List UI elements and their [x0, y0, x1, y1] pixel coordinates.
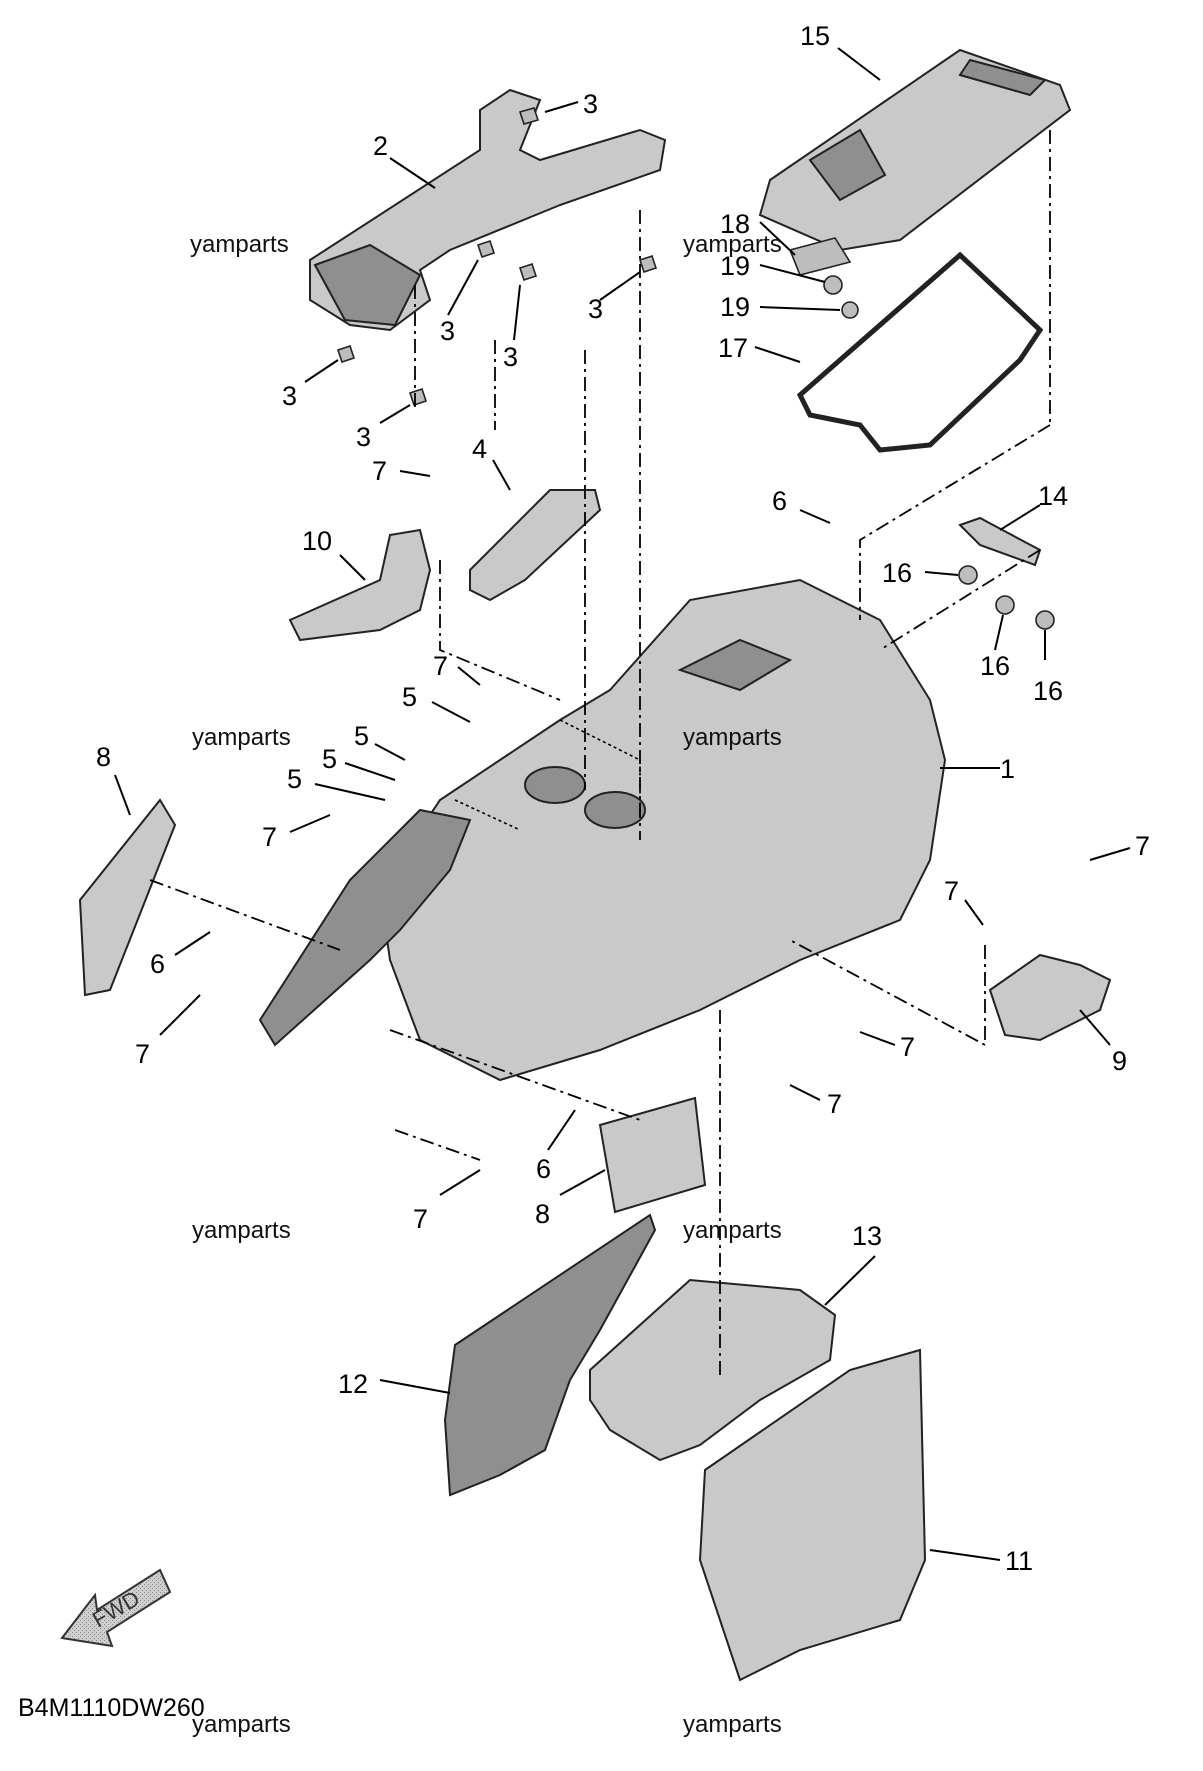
part-bumper-16: [995, 595, 1015, 615]
callout-3f: 3: [356, 422, 371, 452]
callout-8a: 8: [96, 742, 111, 772]
callout-12: 12: [338, 1369, 368, 1399]
callout-7f: 7: [1135, 831, 1150, 861]
callout-10: 10: [302, 526, 332, 556]
clips-group: [336, 107, 658, 407]
callout-7c: 7: [262, 822, 277, 852]
part-lower-panel-left: [443, 1213, 657, 1497]
callout-2: 2: [373, 131, 388, 161]
watermark: yamparts: [683, 1711, 782, 1738]
callout-16c: 16: [1033, 676, 1063, 706]
part-latch: [788, 237, 852, 276]
part-right-bracket: [988, 953, 1112, 1042]
part-side-panel-left: [288, 528, 432, 642]
callout-16a: 16: [882, 558, 912, 588]
callout-3a: 3: [583, 89, 598, 119]
watermark: yamparts: [192, 1711, 291, 1738]
part-cover-lower: [598, 1096, 707, 1214]
callout-13: 13: [852, 1221, 882, 1251]
callout-14: 14: [1038, 481, 1068, 511]
callout-7i: 7: [413, 1204, 428, 1234]
callout-17: 17: [718, 333, 748, 363]
callout-7g: 7: [900, 1032, 915, 1062]
watermark: yamparts: [192, 1217, 291, 1244]
callout-labels: 1 2 3 3 3 3 3 3 4 5 5 5 5 6 6 6 7 7: [96, 21, 1150, 1576]
callout-7e: 7: [944, 876, 959, 906]
callout-4: 4: [472, 434, 487, 464]
callout-6b: 6: [150, 949, 165, 979]
part-bumper-16: [958, 565, 978, 585]
part-shifter-bezel: [469, 489, 602, 602]
callout-19a: 19: [720, 251, 750, 281]
callout-5b: 5: [354, 721, 369, 751]
callout-7d: 7: [135, 1039, 150, 1069]
fwd-arrow-icon: FWD: [60, 1568, 172, 1648]
part-center-console: [378, 578, 947, 1082]
callout-16b: 16: [980, 651, 1010, 681]
callout-11: 11: [1005, 1546, 1033, 1576]
watermarks: yamparts yamparts yamparts yamparts yamp…: [190, 231, 782, 1738]
assembly-lines: [149, 130, 1051, 1380]
part-bumper-16: [1035, 610, 1055, 630]
diagram-code: B4M1110DW260: [18, 1694, 205, 1722]
callout-18: 18: [720, 209, 750, 239]
watermark: yamparts: [683, 1217, 782, 1244]
callout-19b: 19: [720, 292, 750, 322]
part-upper-trim: [309, 88, 667, 332]
callout-5d: 5: [287, 764, 302, 794]
part-bumper: [823, 275, 843, 295]
callout-5c: 5: [322, 744, 337, 774]
callout-7h: 7: [827, 1089, 842, 1119]
callout-7a: 7: [372, 456, 387, 486]
watermark: yamparts: [683, 724, 782, 751]
watermark: yamparts: [192, 724, 291, 751]
part-front-tray: [258, 808, 472, 1047]
callout-6c: 6: [536, 1154, 551, 1184]
part-lid-seal: [796, 251, 1044, 453]
callout-3d: 3: [588, 294, 603, 324]
callout-8b: 8: [535, 1199, 550, 1229]
part-armrest-lid: [758, 48, 1072, 252]
watermark: yamparts: [683, 231, 782, 258]
callout-6a: 6: [772, 486, 787, 516]
callout-3e: 3: [282, 381, 297, 411]
callout-3c: 3: [503, 342, 518, 372]
part-storage-bin: [589, 1278, 837, 1462]
callout-1: 1: [1000, 754, 1015, 784]
watermark: yamparts: [190, 231, 289, 258]
callout-5a: 5: [402, 682, 417, 712]
part-bracket-14: [958, 516, 1042, 567]
callout-7b: 7: [433, 651, 448, 681]
part-cover-left: [78, 798, 177, 997]
callout-3b: 3: [440, 316, 455, 346]
part-bumper: [841, 301, 859, 319]
callout-9: 9: [1112, 1046, 1127, 1076]
callout-15: 15: [800, 21, 830, 51]
part-lower-panel-right: [698, 1348, 927, 1682]
